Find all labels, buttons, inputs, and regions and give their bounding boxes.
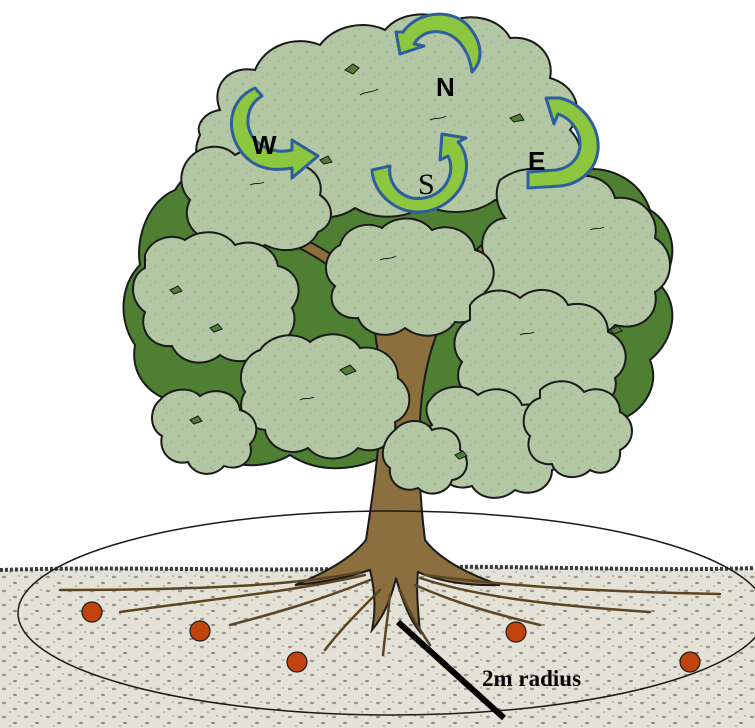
sample-point bbox=[190, 621, 210, 641]
south-label: S bbox=[418, 168, 435, 201]
canopy-front bbox=[133, 14, 670, 497]
canopy-cluster-center bbox=[326, 218, 494, 335]
west-label: W bbox=[252, 130, 277, 160]
sample-point bbox=[506, 622, 526, 642]
sample-point bbox=[287, 652, 307, 672]
radius-label: 2m radius bbox=[482, 666, 581, 691]
sample-point bbox=[82, 602, 102, 622]
north-label: N bbox=[436, 72, 455, 102]
east-label: E bbox=[528, 146, 545, 176]
sample-point bbox=[680, 652, 700, 672]
